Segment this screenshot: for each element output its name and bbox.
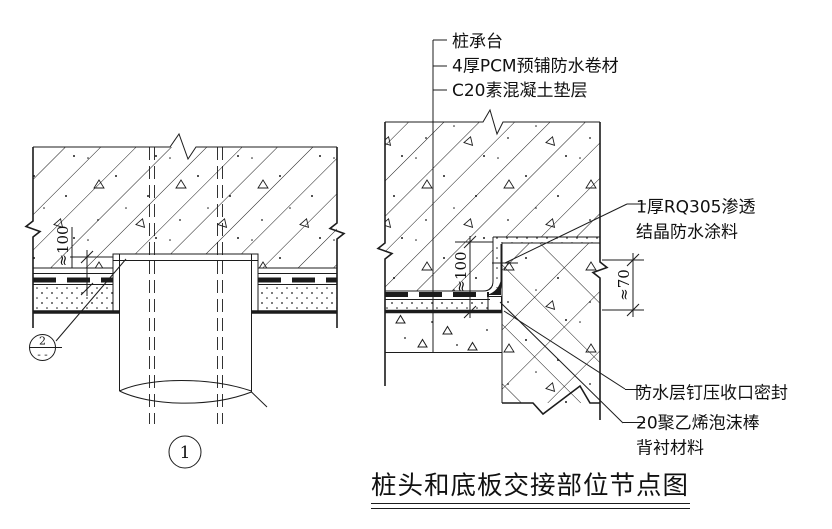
cushion-right — [258, 285, 337, 311]
drawing-title-block: 桩头和底板交接部位节点图 — [371, 471, 690, 509]
slab-symbols-right — [385, 122, 600, 291]
right-dim-100-text: ≈100 — [452, 251, 470, 292]
pile-shaft — [119, 260, 268, 408]
cushion — [385, 300, 488, 311]
label-nail-seal: 防水层钉压收口密封 — [635, 384, 788, 404]
label-rq305-line1: 1厚RQ305渗透 — [636, 198, 755, 218]
ref-bubble-sheet: - - — [37, 350, 48, 361]
label-foam-rod-line2: 背衬材料 — [636, 439, 704, 459]
sealant-blob — [487, 279, 501, 295]
foam-backer-rod — [487, 296, 502, 312]
left-detail-pile-head: ≈100 2 - - 1 — [24, 132, 346, 469]
pile-cap-symbols — [502, 243, 600, 403]
label-pcm-membrane: 4厚PCM预铺防水卷材 — [452, 57, 619, 77]
annotations: 桩承台 4厚PCM预铺防水卷材 C20素混凝土垫层 1厚RQ305渗透 结晶防水… — [452, 32, 788, 459]
right-detail-corner: ≈100 ≈70 — [376, 39, 646, 424]
drawing-title: 桩头和底板交接部位节点图 — [371, 471, 689, 501]
side-label-leaders — [492, 203, 646, 424]
right-top-edge — [385, 108, 600, 136]
ref-leader-line — [55, 258, 127, 342]
left-dim-100: ≈100 — [54, 225, 113, 296]
right-dim-70: ≈70 — [602, 253, 644, 317]
label-foam-rod-line1: 20聚乙烯泡沫棒 — [636, 414, 760, 434]
sub-band-symbols — [395, 314, 488, 351]
right-dim-100: ≈100 — [452, 235, 493, 319]
slab-concrete-symbols — [33, 147, 337, 268]
pile-break-upper — [119, 380, 252, 392]
top-label-leader — [432, 39, 447, 353]
pile-head-core — [113, 254, 258, 283]
pile-break-lower — [119, 390, 252, 404]
detail-bubble-number: 1 — [180, 443, 191, 463]
slab-right-edge — [328, 147, 346, 328]
pile-cap-bottom-break — [502, 384, 600, 416]
right-layers — [385, 292, 502, 353]
cushion-left — [33, 285, 113, 311]
label-rq305-line2: 结晶防水涂料 — [636, 223, 738, 243]
left-dim-100-text: ≈100 — [54, 225, 72, 266]
detail-bubble-1: 1 — [168, 435, 202, 469]
right-left-edge — [376, 122, 394, 386]
right-right-edge — [591, 122, 609, 420]
ref-bubble-number: 2 — [39, 335, 46, 348]
slab-left-edge — [24, 147, 42, 328]
ref-bubble-2: 2 - - — [29, 258, 127, 361]
pile-centerlines — [149, 147, 223, 424]
label-c20-cushion: C20素混凝土垫层 — [452, 81, 588, 101]
label-pile-cap: 桩承台 — [452, 32, 503, 52]
slab-top-edge — [33, 132, 337, 161]
right-dim-70-text: ≈70 — [615, 269, 633, 301]
